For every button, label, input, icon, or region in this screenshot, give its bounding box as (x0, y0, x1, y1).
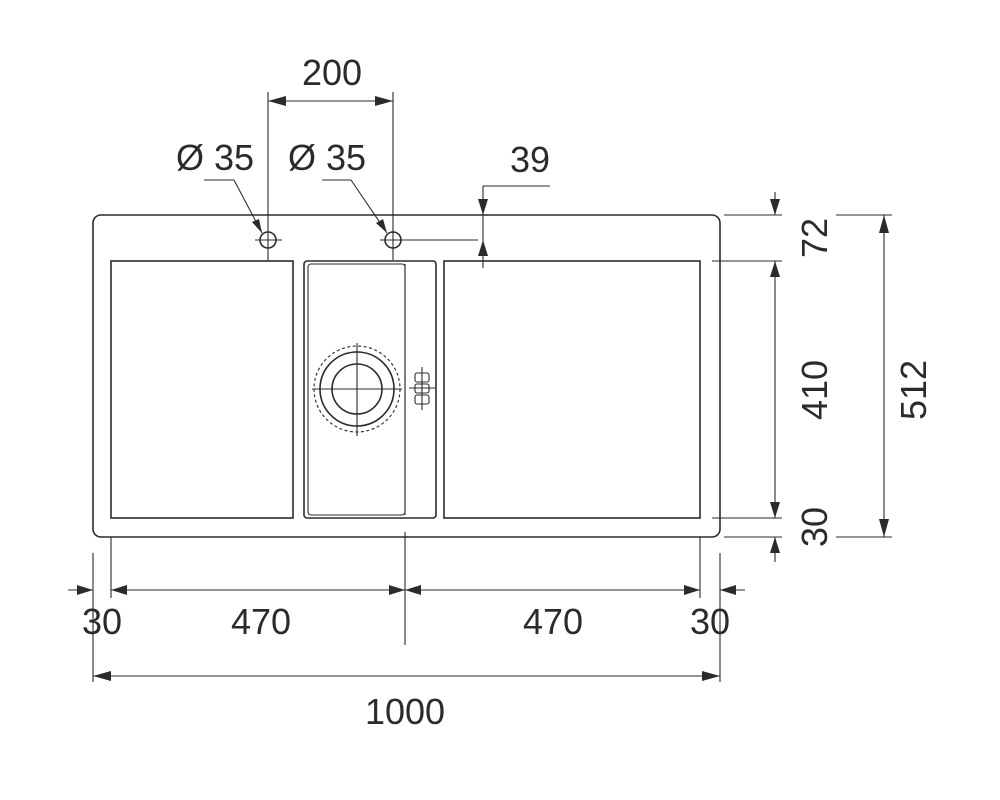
label-bottom-right-width: 470 (523, 601, 583, 642)
label-right-bottom-band: 30 (794, 507, 835, 547)
label-bottom-right-margin: 30 (690, 601, 730, 642)
dimension-overall-width (93, 671, 720, 681)
label-bottom-left-margin: 30 (82, 601, 122, 642)
label-hole-offset: 39 (510, 139, 550, 180)
dimension-right-vertical (712, 192, 782, 562)
dimension-bottom-widths (68, 532, 745, 682)
label-overall-width: 1000 (365, 691, 445, 732)
label-overall-depth: 512 (893, 360, 934, 420)
label-hole-spacing: 200 (302, 52, 362, 93)
sink-outline (92, 214, 721, 538)
label-right-top-band: 72 (794, 218, 835, 258)
right-drainer (443, 260, 701, 519)
drain-icon (312, 343, 402, 436)
label-right-bowl-depth: 410 (794, 360, 835, 420)
hole-leaders (204, 179, 388, 234)
tap-hole-right (380, 231, 478, 249)
overflow-icon (409, 367, 435, 410)
dimension-overall-depth (836, 214, 892, 538)
sink-outer-edge (92, 214, 721, 538)
label-bottom-left-width: 470 (231, 601, 291, 642)
label-hole-diameter-right: Ø 35 (288, 137, 366, 178)
dimension-hole-offset (478, 185, 550, 268)
bowl-outer (303, 260, 437, 519)
label-hole-diameter-left: Ø 35 (176, 137, 254, 178)
dimension-hole-spacing (267, 92, 394, 260)
left-drainer (110, 260, 294, 519)
